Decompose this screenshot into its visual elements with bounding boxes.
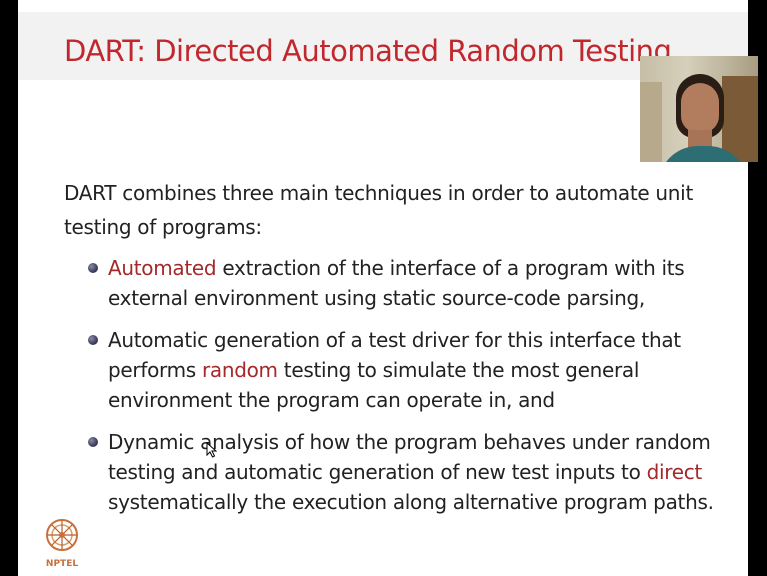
bullet-text-before: Dynamic analysis of how the program beha… — [108, 430, 711, 484]
bullet-item: Dynamic analysis of how the program beha… — [88, 427, 728, 517]
bullet-highlight: random — [201, 358, 278, 382]
mouse-pointer-icon — [206, 442, 218, 458]
bullet-text-before: Automatic generation of a test driver fo… — [108, 328, 681, 382]
slide-title: DART: Directed Automated Random Testing — [64, 34, 672, 68]
bullet-highlight: direct — [646, 460, 703, 484]
nptel-label: NPTEL — [45, 559, 79, 569]
bullet-highlight: Automated — [108, 256, 217, 280]
bullet-list: Automated extraction of the interface of… — [88, 253, 728, 529]
presenter-webcam — [640, 56, 758, 162]
bullet-text-after: testing to simulate the most general env… — [108, 358, 640, 412]
lecture-slide: DART: Directed Automated Random Testing … — [18, 0, 748, 576]
bullet-item: Automated extraction of the interface of… — [88, 253, 728, 313]
bullet-item: Automatic generation of a test driver fo… — [88, 325, 728, 415]
bullet-icon — [88, 263, 98, 273]
intro-paragraph: DART combines three main techniques in o… — [64, 181, 693, 239]
bullet-text-after: systematically the execution along alter… — [108, 490, 714, 514]
bullet-text-after: extraction of the interface of a program… — [108, 256, 685, 310]
bullet-icon — [88, 437, 98, 447]
nptel-emblem-icon — [46, 519, 78, 551]
title-bar: DART: Directed Automated Random Testing — [18, 12, 748, 80]
nptel-logo: NPTEL — [44, 515, 80, 575]
bullet-icon — [88, 335, 98, 345]
